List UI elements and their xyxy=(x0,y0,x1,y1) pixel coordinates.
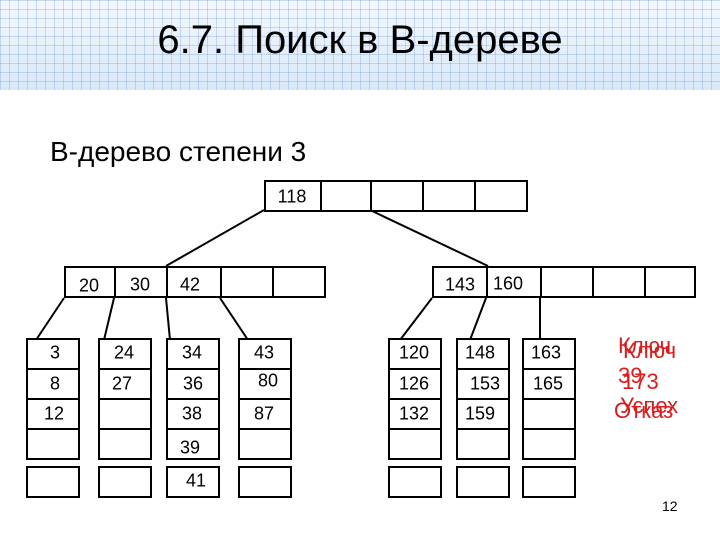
leaf-2-cell-4 xyxy=(98,428,152,460)
leaf-6-key-3: 159 xyxy=(464,403,496,424)
left-node-cell-3 xyxy=(166,266,222,298)
right-node-cell-1 xyxy=(432,266,488,298)
root-key: 118 xyxy=(277,186,307,207)
right-key-2: 160 xyxy=(492,273,524,294)
leaf-4-cell-5 xyxy=(238,466,292,498)
edge-left-l2 xyxy=(103,297,115,341)
slide-title: 6.7. Поиск в B-дереве xyxy=(157,18,563,62)
edge-root-left xyxy=(165,209,265,267)
leaf-4-key-1: 43 xyxy=(253,342,275,363)
leaf-1-cell-4 xyxy=(26,428,80,460)
right-node-cell-5 xyxy=(644,266,696,298)
left-key-3: 42 xyxy=(179,274,201,295)
leaf-1-key-1: 3 xyxy=(49,342,61,363)
leaf-6-key-2: 153 xyxy=(469,373,501,394)
leaf-7-cell-5 xyxy=(522,466,576,498)
leaf-3-key-1: 34 xyxy=(181,342,203,363)
leaf-4-cell-2 xyxy=(238,368,292,400)
root-cell-3 xyxy=(370,180,424,212)
leaf-3-key-4: 39 xyxy=(179,437,201,458)
edge-left-l3 xyxy=(165,297,171,341)
leaf-3-cell-5 xyxy=(166,466,220,498)
leaf-1-cell-5 xyxy=(26,466,80,498)
key-label-a: Ключ xyxy=(618,333,672,358)
leaf-7-cell-1 xyxy=(522,338,576,370)
leaf-7-cell-4 xyxy=(522,428,576,460)
page-number: 12 xyxy=(662,498,678,514)
leaf-7-cell-3 xyxy=(522,398,576,430)
root-cell-2 xyxy=(320,180,372,212)
leaf-5-key-1: 120 xyxy=(398,342,430,363)
leaf-5-cell-2 xyxy=(388,368,442,400)
right-key-1: 143 xyxy=(444,274,476,295)
leaf-6-key-1: 148 xyxy=(464,342,496,363)
leaf-5-key-2: 126 xyxy=(398,373,430,394)
leaf-1-cell-2 xyxy=(26,368,80,400)
leaf-2-cell-5 xyxy=(98,466,152,498)
edge-right-l6 xyxy=(469,297,487,341)
left-key-1: 20 xyxy=(78,275,100,296)
leaf-2-key-2: 27 xyxy=(111,373,133,394)
leaf-4-cell-1 xyxy=(238,338,292,370)
leaf-7-key-1: 163 xyxy=(530,342,562,363)
title-band xyxy=(0,0,720,90)
leaf-1-key-3: 12 xyxy=(43,403,65,424)
slide-subtitle: B-дерево степени 3 xyxy=(50,136,307,167)
leaf-1-key-2: 8 xyxy=(49,373,61,394)
leaf-1-cell-1 xyxy=(26,338,80,370)
right-node-cell-2 xyxy=(486,266,542,298)
key-value-b: 173 xyxy=(622,369,659,394)
left-node-cell-2 xyxy=(114,266,168,298)
leaf-5-cell-5 xyxy=(388,466,442,498)
right-node-cell-4 xyxy=(592,266,646,298)
leaf-3-cell-4 xyxy=(166,428,220,460)
leaf-4-key-2: 80 xyxy=(257,370,279,391)
leaf-2-cell-3 xyxy=(98,398,152,430)
leaf-6-cell-3 xyxy=(456,398,510,430)
right-node-cell-3 xyxy=(540,266,594,298)
leaf-2-key-1: 24 xyxy=(113,342,135,363)
edge-right-l5 xyxy=(399,297,433,341)
root-cell-5 xyxy=(474,180,528,212)
root-cell-4 xyxy=(422,180,476,212)
leaf-5-key-3: 132 xyxy=(398,403,430,424)
key-label-b: Ключ xyxy=(623,338,677,363)
left-key-2: 30 xyxy=(129,274,151,295)
result-a: Успех xyxy=(620,393,679,418)
edge-left-l1 xyxy=(35,297,65,341)
leaf-3-key-2: 36 xyxy=(182,373,204,394)
leaf-6-cell-5 xyxy=(456,466,510,498)
result-b: Отказ xyxy=(614,398,674,423)
leaf-6-cell-2 xyxy=(456,368,510,400)
leaf-3-key-3: 38 xyxy=(181,403,203,424)
key-value-a: 39 xyxy=(618,363,643,388)
leaf-6-cell-4 xyxy=(456,428,510,460)
leaf-5-cell-4 xyxy=(388,428,442,460)
edge-left-l4 xyxy=(219,297,249,341)
leaf-7-key-2: 165 xyxy=(532,373,564,394)
left-node-cell-5 xyxy=(272,266,326,298)
leaf-3-key-5: 41 xyxy=(185,470,207,491)
leaf-4-cell-4 xyxy=(238,428,292,460)
left-node-cell-4 xyxy=(220,266,274,298)
leaf-4-key-3: 87 xyxy=(253,403,275,424)
edge-root-right xyxy=(369,209,489,267)
